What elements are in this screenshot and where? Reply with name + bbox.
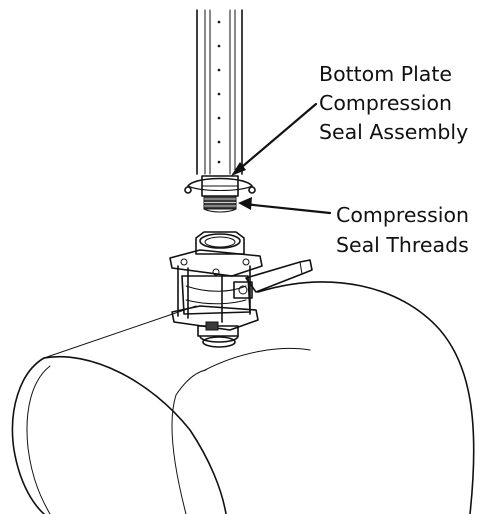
callout-bottom-plate: Bottom Plate Compression Seal Assembly bbox=[319, 62, 468, 144]
leader-line-threads bbox=[242, 202, 332, 215]
compression-seal-assembly bbox=[184, 175, 256, 213]
callout-leaders bbox=[231, 102, 332, 215]
seal-threads bbox=[203, 195, 237, 213]
leader-line-bottom-plate bbox=[234, 102, 318, 174]
callout-bottom-plate-line2: Compression bbox=[319, 91, 452, 115]
arrowhead-bottom-plate bbox=[231, 162, 246, 176]
pipe bbox=[11, 281, 475, 514]
callout-threads-line1: Compression bbox=[336, 203, 469, 227]
callout-bottom-plate-line3: Seal Assembly bbox=[319, 120, 468, 144]
callout-bottom-plate-line1: Bottom Plate bbox=[319, 62, 452, 86]
callout-threads-line2: Seal Threads bbox=[336, 233, 469, 257]
probe-tube bbox=[196, 9, 243, 175]
ball-valve bbox=[169, 231, 313, 348]
arrowhead-threads bbox=[238, 197, 252, 210]
callout-threads: Compression Seal Threads bbox=[336, 203, 469, 257]
